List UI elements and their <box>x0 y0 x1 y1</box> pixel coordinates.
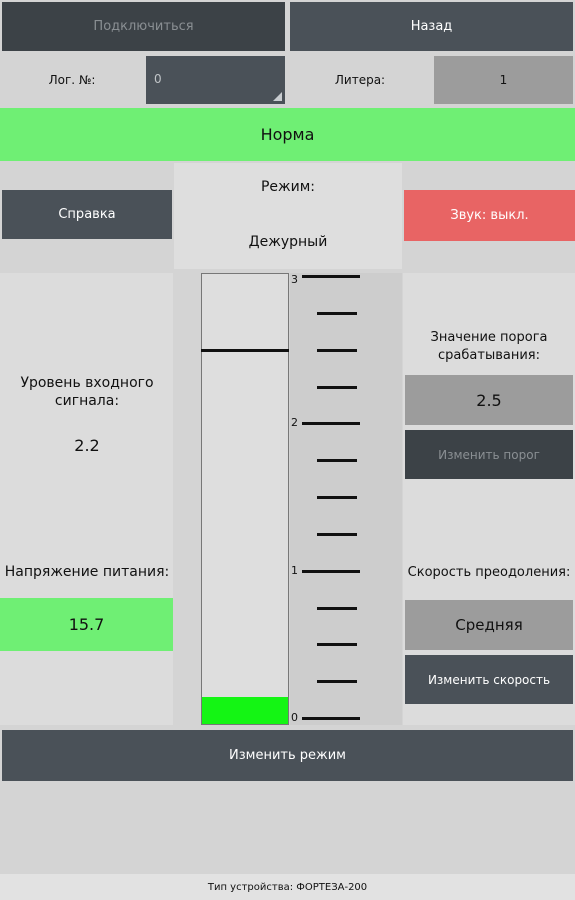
mode-panel: Режим: Дежурный <box>174 163 402 269</box>
major-tick <box>302 569 360 573</box>
change-threshold-button[interactable]: Изменить порог <box>405 430 573 479</box>
mode-value: Дежурный <box>248 234 328 250</box>
status-text: Норма <box>260 125 315 144</box>
minor-tick <box>317 606 357 610</box>
status-bar: Норма <box>0 108 575 161</box>
scale-label: 0 <box>291 711 298 724</box>
speed-value: Средняя <box>405 600 573 650</box>
minor-tick <box>317 680 357 684</box>
threshold-value: 2.5 <box>405 375 573 425</box>
change-speed-button[interactable]: Изменить скорость <box>405 655 573 704</box>
signal-bar <box>201 273 289 725</box>
signal-level-label: Уровень входного сигнала: <box>20 375 154 409</box>
power-voltage-label: Напряжение питания: <box>4 564 170 580</box>
gauge-area: 3 2 1 0 <box>174 273 402 725</box>
log-number-dropdown[interactable]: 0 <box>146 56 285 104</box>
minor-tick <box>317 643 357 647</box>
connect-button[interactable]: Подключиться <box>2 2 285 51</box>
minor-tick <box>317 459 357 463</box>
threshold-label: Значение порога срабатывания: <box>430 330 548 363</box>
back-button[interactable]: Назад <box>290 2 573 51</box>
minor-tick <box>317 311 357 315</box>
dropdown-corner-icon <box>273 92 282 101</box>
minor-tick <box>317 385 357 389</box>
speed-label: Скорость преодоления: <box>407 564 571 580</box>
signal-level-value: 2.2 <box>74 435 100 455</box>
mode-title: Режим: <box>260 179 316 195</box>
minor-tick <box>317 348 357 352</box>
power-voltage-value: 15.7 <box>0 598 173 651</box>
log-number-value: 0 <box>154 72 162 86</box>
help-button[interactable]: Справка <box>2 190 172 239</box>
scale-label: 1 <box>291 563 298 577</box>
major-tick <box>302 717 360 720</box>
device-type-footer: Тип устройства: ФОРТЕЗА-200 <box>0 874 575 900</box>
gauge-scale: 3 2 1 0 <box>290 273 402 725</box>
change-mode-button[interactable]: Изменить режим <box>2 730 573 781</box>
left-panel <box>0 273 173 725</box>
signal-bar-fill <box>202 696 288 724</box>
minor-tick <box>317 496 357 499</box>
sound-toggle-button[interactable]: Звук: выкл. <box>404 190 575 241</box>
major-tick <box>302 275 360 278</box>
log-number-label: Лог. №: <box>48 73 96 87</box>
minor-tick <box>317 532 357 536</box>
threshold-marker <box>201 348 289 352</box>
scale-label: 2 <box>291 416 298 430</box>
major-tick <box>302 422 360 426</box>
scale-label: 3 <box>291 273 298 286</box>
litera-label: Литера: <box>334 73 386 87</box>
litera-value: 1 <box>434 56 573 104</box>
